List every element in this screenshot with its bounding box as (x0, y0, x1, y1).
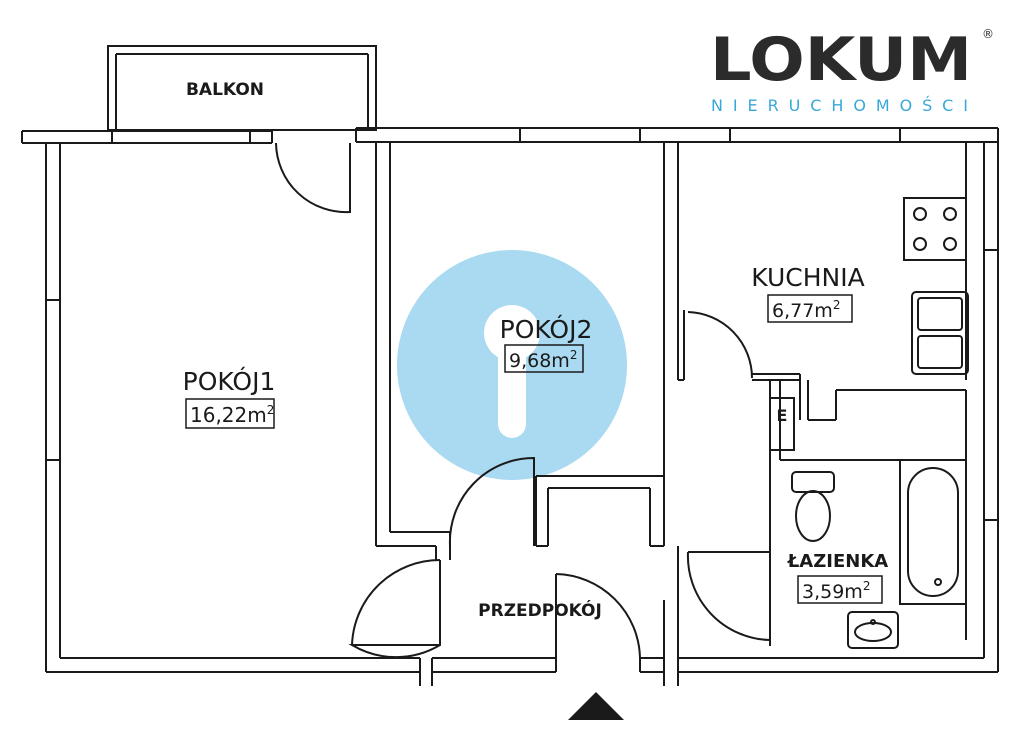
svg-text:9,68m2: 9,68m2 (509, 348, 577, 372)
svg-text:3,59m2: 3,59m2 (802, 579, 870, 603)
watermark-keyhole (397, 250, 627, 480)
przedpokoj-label: PRZEDPOKÓJ (478, 599, 602, 621)
pokoj1-area-sup: 2 (267, 403, 275, 417)
toilet-icon (791, 471, 835, 542)
kuchnia-area-box: 6,77m2 (767, 294, 853, 323)
lazienka-area-sup: 2 (863, 579, 871, 593)
svg-text:6,77m2: 6,77m2 (772, 298, 840, 322)
lokum-logo: LOKUM NIERUCHOMOŚCI ® (710, 25, 994, 115)
pokoj2-area: 9,68m (509, 350, 570, 372)
walls (21, 45, 999, 686)
keyhole-icon (484, 305, 540, 361)
bathtub-icon (899, 459, 967, 605)
logo-registered: ® (982, 27, 994, 41)
doors (275, 142, 771, 659)
kuchnia-area: 6,77m (772, 300, 833, 322)
electric-label: E (777, 406, 788, 425)
balkon-label: BALKON (186, 80, 264, 100)
lazienka-area: 3,59m (802, 581, 863, 603)
lazienka-label: ŁAZIENKA (787, 551, 889, 572)
lazienka-area-box: 3,59m2 (797, 575, 883, 604)
stove-icon (903, 197, 967, 261)
kuchnia-label: KUCHNIA (751, 263, 864, 292)
svg-text:16,22m2: 16,22m2 (190, 403, 274, 427)
bathroom-sink-icon (847, 611, 899, 649)
pokoj1-area: 16,22m (190, 403, 267, 427)
kuchnia-area-sup: 2 (833, 298, 841, 312)
pokoj1-area-box: 16,22m2 (185, 398, 275, 429)
pokoj2-area-box: 9,68m2 (504, 344, 584, 373)
window-marks (46, 128, 998, 521)
pokoj1-label: POKÓJ1 (183, 366, 276, 396)
logo-subtitle: NIERUCHOMOŚCI (711, 96, 973, 115)
pokoj2-area-sup: 2 (570, 348, 578, 362)
pokoj2-label: POKÓJ2 (500, 314, 593, 344)
kitchen-sink-icon (911, 291, 969, 375)
entrance-arrow-icon (568, 692, 624, 720)
logo-name: LOKUM (710, 25, 972, 95)
